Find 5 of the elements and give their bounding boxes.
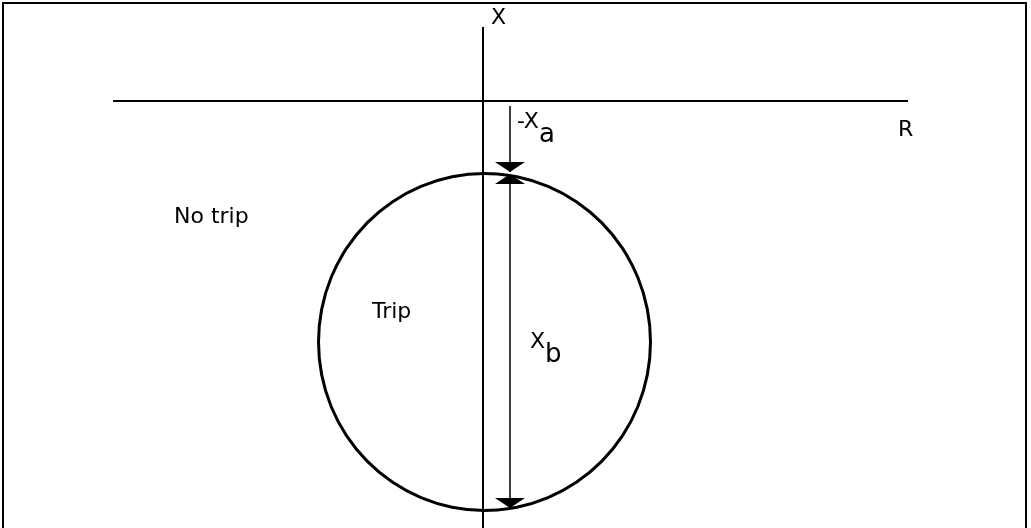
axis-label: X: [491, 6, 507, 28]
trip-region-circle: [317, 172, 652, 512]
region-label: Trip: [372, 300, 412, 322]
region-label: No trip: [174, 205, 249, 227]
axis-label: R: [898, 118, 914, 140]
